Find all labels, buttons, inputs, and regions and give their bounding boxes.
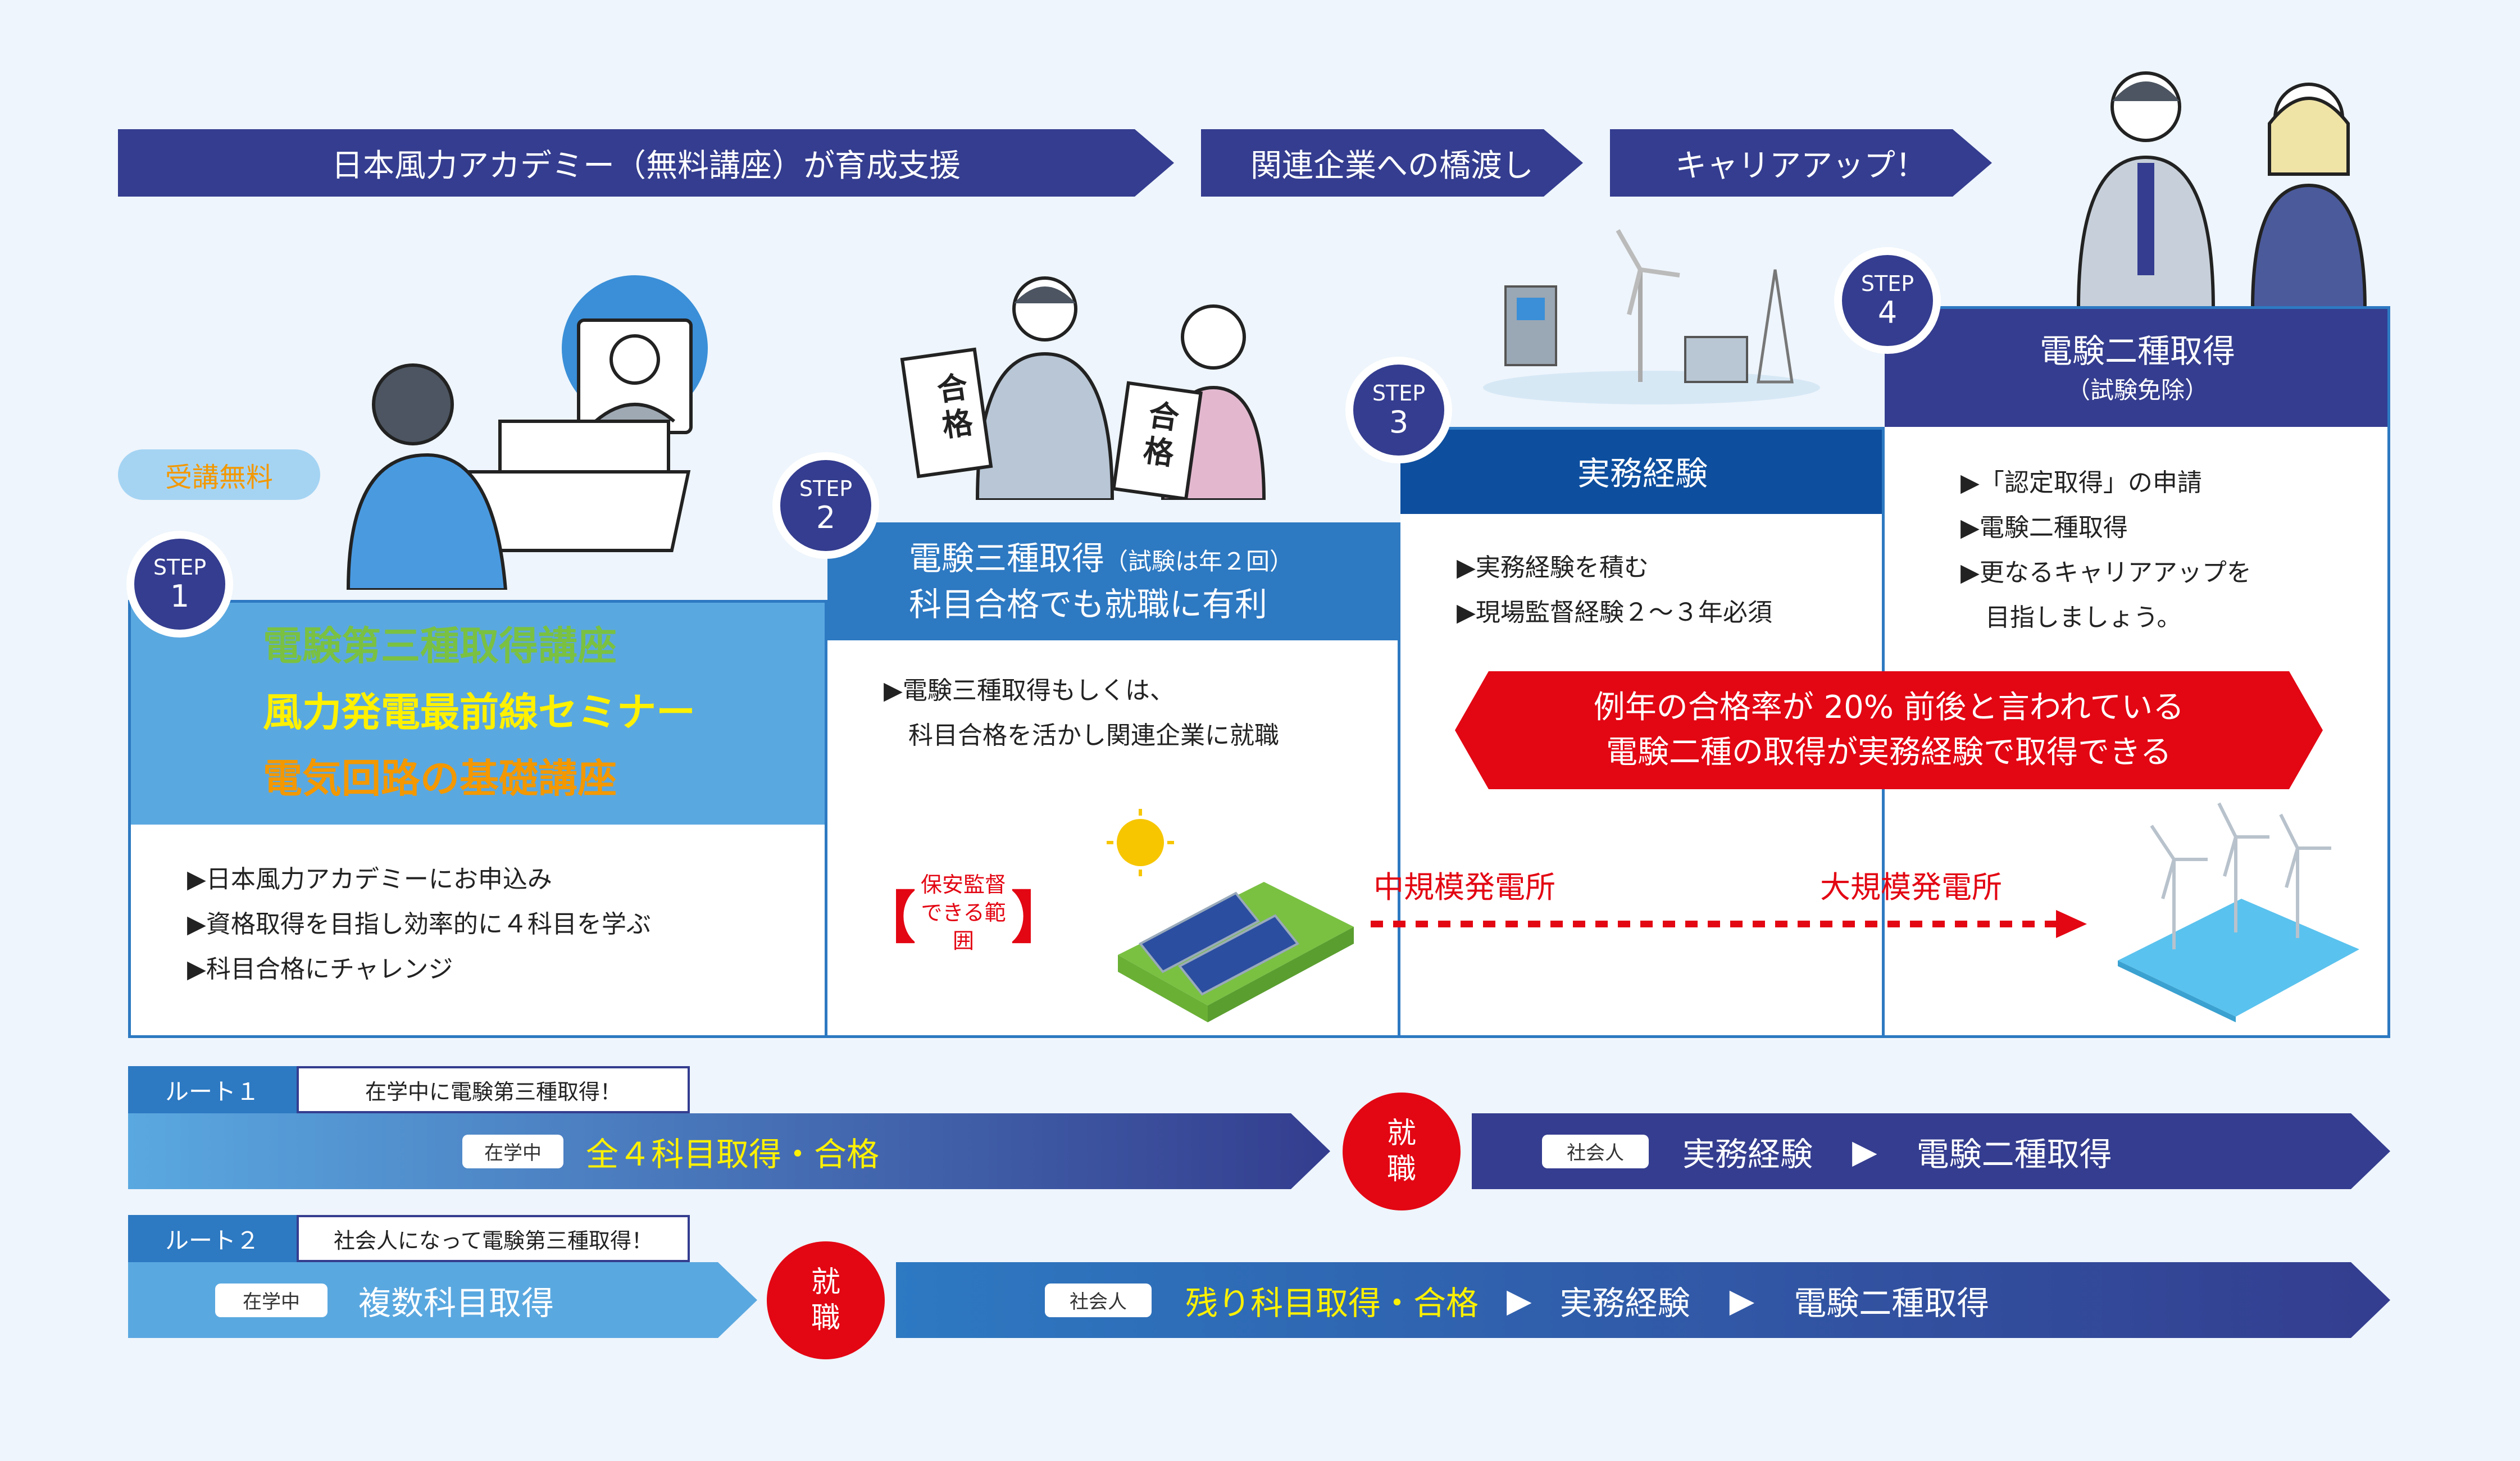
step1-badge-word: STEP [153, 555, 207, 580]
supervision-bracket-right-icon: 】 [1011, 885, 1067, 951]
career-up-people-illustration [2076, 71, 2367, 309]
step2-bullet-acquire: ▶電験三種取得もしくは、 [884, 676, 1175, 705]
passed-people-illustration [900, 276, 1266, 500]
route2-step-remaining: 残り科目取得・合格 [1185, 1284, 1479, 1322]
route2-student-band: 在学中 複数科目取得 [128, 1262, 757, 1338]
step1-course-wind-theory: 電験第三種取得講座 [263, 623, 617, 669]
route2-step-experience: 実務経験 [1559, 1284, 1690, 1322]
step3-header: 実務経験 [1400, 427, 1885, 514]
step4-badge: STEP 4 [1834, 247, 1941, 354]
route1-job-char2: 職 [1386, 1153, 1416, 1186]
route1-student-band: 在学中 全４科目取得・合格 [128, 1113, 1330, 1189]
step1-header: 電験第三種取得講座 風力発電最前線セミナー 電気回路の基礎講座 [128, 600, 827, 825]
step2-title-note: （試験は年２回） [1104, 548, 1294, 575]
top-arrow-career-up-label: キャリアアップ！ [1675, 147, 1927, 184]
route2-arrow-icon-1: ▶ [1507, 1281, 1532, 1319]
pass-sign-left: 合 格 [920, 367, 991, 447]
route2-worker-pill: 社会人 [1045, 1284, 1152, 1317]
step3-bullet-experience: ▶実務経験を積む [1457, 553, 1649, 582]
top-arrow-academy-support-label: 日本風力アカデミー（無料講座）が育成支援 [331, 147, 961, 184]
free-tuition-label: 受講無料 [165, 462, 273, 493]
step3-bullet-supervision: ▶現場監督経験２〜３年必須 [1457, 598, 1772, 627]
route1-job-circle: 就職 [1343, 1093, 1461, 1210]
route2-tag-label: ルート２ [165, 1226, 260, 1254]
large-scale-plant-label: 大規模発電所 [1820, 870, 2002, 905]
supervision-range-arrow [1371, 910, 2087, 938]
top-arrow-company-bridge: 関連企業への橋渡し [1201, 129, 1583, 197]
route1-step-experience: 実務経験 [1682, 1135, 1813, 1173]
top-arrow-company-bridge-label: 関連企業への橋渡し [1250, 147, 1534, 184]
offshore-wind-illustration [2118, 802, 2359, 1022]
supervision-label-line2: できる範囲 [921, 900, 1006, 953]
route1-arrow-icon: ▶ [1852, 1132, 1877, 1171]
pass-rate-line2: 電験二種の取得が実務経験で取得できる [1606, 734, 2172, 771]
step3-badge-word: STEP [1372, 381, 1426, 406]
pass-rate-banner: 例年の合格率が 20% 前後と言われている 電験二種の取得が実務経験で取得できる [1455, 671, 2323, 789]
step2-header: 電験三種取得（試験は年２回） 科目合格でも就職に有利 [827, 522, 1400, 640]
step1-bullet-challenge: ▶科目合格にチャレンジ [187, 955, 453, 984]
route1-tag-label: ルート１ [165, 1077, 260, 1105]
route1-desc-label: 在学中に電験第三種取得！ [365, 1079, 621, 1104]
route2-step-second-class: 電験二種取得 [1794, 1284, 1990, 1322]
route2-desc: 社会人になって電験第三種取得！ [297, 1215, 690, 1262]
top-arrow-career-up: キャリアアップ！ [1610, 129, 1992, 197]
step2-bullet-employment: 科目合格を活かし関連企業に就職 [908, 721, 1279, 750]
route2-worker-band: 社会人 残り科目取得・合格 ▶ 実務経験 ▶ 電験二種取得 [896, 1262, 2390, 1338]
route1-step-second-class: 電験二種取得 [1916, 1135, 2112, 1173]
step1-course-circuits: 電気回路の基礎講座 [263, 755, 617, 802]
step4-bullet-apply-cert: ▶「認定取得」の申請 [1960, 468, 2202, 497]
step4-title: 電験二種取得 [2039, 331, 2235, 370]
route2-desc-label: 社会人になって電験第三種取得！ [333, 1228, 653, 1253]
route1-worker-pill: 社会人 [1542, 1135, 1649, 1168]
solar-farm-illustration [1107, 809, 1354, 1022]
route1-student-text: 全４科目取得・合格 [586, 1135, 880, 1173]
step2-badge-word: STEP [799, 476, 853, 501]
step4-bullet-career: ▶更なるキャリアアップを [1960, 558, 2251, 587]
route2-job-circle: 就職 [767, 1241, 885, 1359]
step2-body: ▶電験三種取得もしくは、 科目合格を活かし関連企業に就職 [827, 640, 1400, 1038]
field-work-illustration [1483, 229, 1820, 404]
step2-badge-number: 2 [816, 500, 836, 535]
route2-student-text: 複数科目取得 [358, 1284, 554, 1322]
route1-student-pill: 在学中 [462, 1135, 563, 1168]
step3-title: 実務経験 [1577, 454, 1708, 493]
route2-student-pill: 在学中 [215, 1284, 327, 1317]
step1-bullet-apply: ▶日本風力アカデミーにお申込み [187, 865, 552, 894]
free-tuition-badge: 受講無料 [118, 449, 320, 500]
pass-rate-line1: 例年の合格率が 20% 前後と言われている [1593, 689, 2185, 726]
step1-course-wind-seminar: 風力発電最前線セミナー [263, 689, 695, 735]
supervision-bracket-left-icon: 【 [859, 885, 916, 951]
step4-badge-word: STEP [1861, 271, 1914, 296]
step4-badge-number: 4 [1877, 295, 1898, 330]
mid-scale-plant-label: 中規模発電所 [1373, 870, 1555, 905]
route2-job-char1: 就 [811, 1266, 840, 1299]
step4-bullet-acquire: ▶電験二種取得 [1960, 513, 2128, 542]
supervision-range-label: 【 保安監督 できる範囲 】 [859, 872, 1067, 953]
route2-arrow-icon-2: ▶ [1729, 1281, 1755, 1319]
pass-sign-right: 合 格 [1126, 395, 1197, 475]
route2-tag: ルート２ [128, 1215, 297, 1262]
step2-title: 電験三種取得 [909, 539, 1105, 577]
step1-badge-number: 1 [170, 579, 190, 614]
online-lecture-illustration [346, 275, 708, 590]
top-arrow-academy-support: 日本風力アカデミー（無料講座）が育成支援 [118, 129, 1174, 197]
step3-badge: STEP 3 [1345, 357, 1452, 463]
step4-bullet-aim: 目指しましょう。 [1985, 603, 2182, 632]
route1-tag: ルート１ [128, 1066, 297, 1113]
step1-body: ▶日本風力アカデミーにお申込み ▶資格取得を目指し効率的に４科目を学ぶ ▶科目合… [128, 825, 827, 1038]
route1-job-char1: 就 [1386, 1117, 1416, 1150]
step2-badge: STEP 2 [772, 452, 879, 559]
step4-subtitle: （試験免除） [2066, 376, 2208, 404]
step1-badge: STEP 1 [126, 531, 233, 638]
step1-bullet-study: ▶資格取得を目指し効率的に４科目を学ぶ [187, 910, 651, 939]
route2-job-char2: 職 [811, 1301, 840, 1335]
supervision-label-line1: 保安監督 [920, 872, 1006, 897]
route1-worker-band: 社会人 実務経験 ▶ 電験二種取得 [1472, 1113, 2390, 1189]
step4-header: 電験二種取得 （試験免除） [1885, 306, 2390, 427]
step3-badge-number: 3 [1389, 404, 1409, 440]
step2-title-line2: 科目合格でも就職に有利 [909, 585, 1268, 623]
route1-desc: 在学中に電験第三種取得！ [297, 1066, 690, 1113]
